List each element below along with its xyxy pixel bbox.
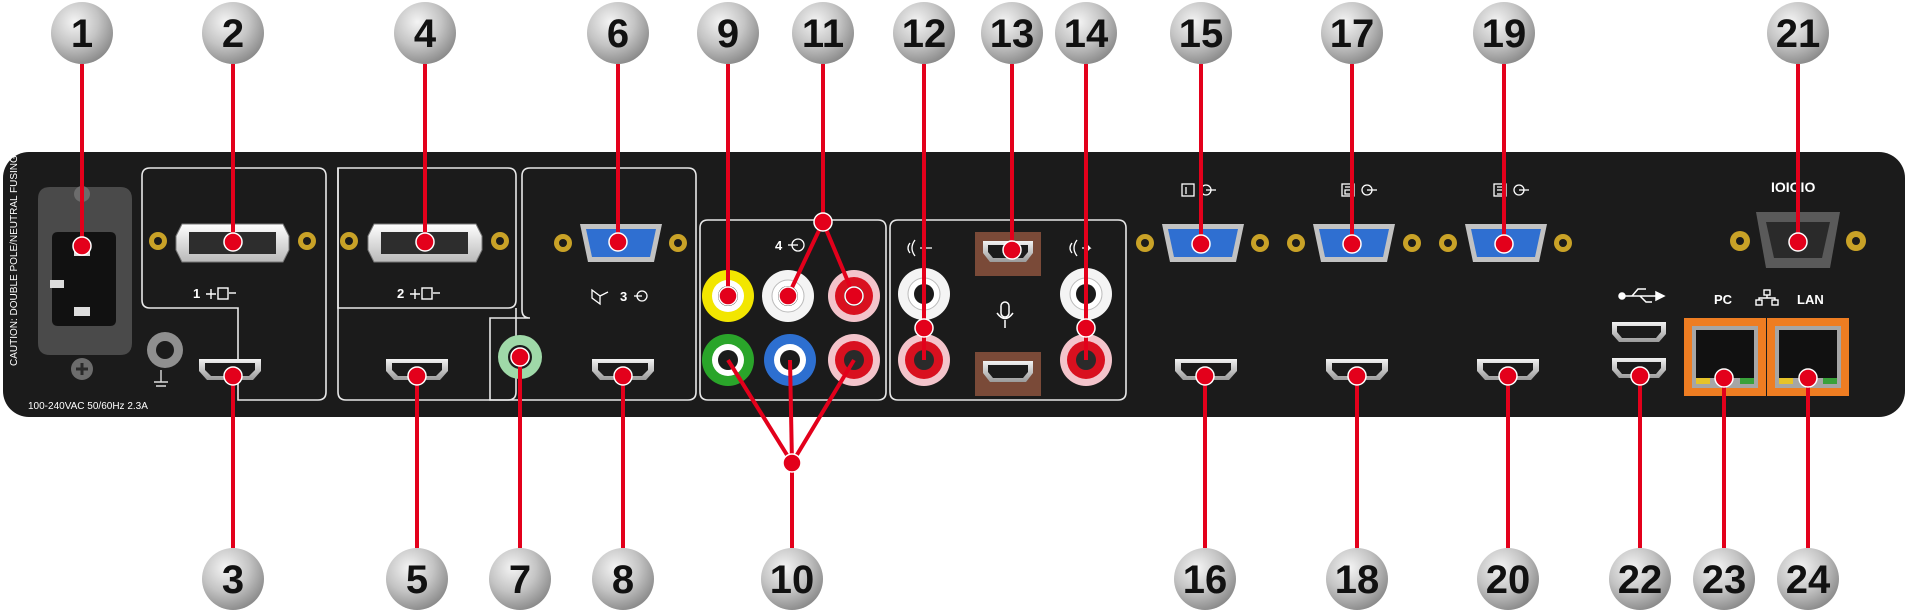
audio-group-in-icon <box>788 238 805 252</box>
callout-14-label: 14 <box>1064 12 1109 56</box>
callout-dots <box>72 212 1818 473</box>
callout-6-label: 6 <box>607 12 629 56</box>
callout-16-label: 16 <box>1183 558 1228 602</box>
audio-group-label: 4 <box>775 238 783 253</box>
callout-12: 12 <box>893 2 955 64</box>
device-rear-panel <box>3 152 1905 417</box>
callout-19-label: 19 <box>1482 12 1527 56</box>
callout-8-label: 8 <box>612 558 634 602</box>
callout-22-label: 22 <box>1618 558 1663 602</box>
callout-16: 16 <box>1174 548 1236 610</box>
callout-20-label: 20 <box>1486 558 1531 602</box>
callout-8: 8 <box>592 548 654 610</box>
callout-11: 11 <box>792 2 854 64</box>
callout-7-label: 7 <box>509 558 531 602</box>
callout-24-label: 24 <box>1786 558 1831 602</box>
callout-5-label: 5 <box>406 558 428 602</box>
dvi2-label: 2 <box>397 286 404 301</box>
callout-4-label: 4 <box>414 12 437 56</box>
callout-18: 18 <box>1326 548 1388 610</box>
callout-17-label: 17 <box>1330 12 1375 56</box>
callout-20: 20 <box>1477 548 1539 610</box>
usb-port-top[interactable] <box>1612 322 1666 342</box>
callout-21: 21 <box>1767 2 1829 64</box>
callout-1: 1 <box>51 2 113 64</box>
callout-7: 7 <box>489 548 551 610</box>
callout-19: 19 <box>1473 2 1535 64</box>
serial-label: IOIOIO <box>1771 179 1815 195</box>
ethernet-port-pc[interactable] <box>1684 318 1766 396</box>
callout-2-label: 2 <box>222 12 244 56</box>
callout-5: 5 <box>386 548 448 610</box>
callout-2: 2 <box>202 2 264 64</box>
callout-21-label: 21 <box>1776 12 1821 56</box>
callout-9-label: 9 <box>717 12 739 56</box>
power-inlet[interactable] <box>38 186 132 380</box>
callout-lines <box>80 64 1810 548</box>
hdmi-port-13-bottom[interactable] <box>975 352 1041 396</box>
callout-17: 17 <box>1321 2 1383 64</box>
callout-3-label: 3 <box>222 558 244 602</box>
lan-label: LAN <box>1797 292 1824 307</box>
caution-text: CAUTION: DOUBLE POLE/NEUTRAL FUSING <box>9 155 20 366</box>
callout-15-label: 15 <box>1179 12 1224 56</box>
callout-11-label: 11 <box>802 12 844 56</box>
callout-12-label: 12 <box>902 12 947 56</box>
vga-in-label: 3 <box>620 289 627 304</box>
callout-23: 23 <box>1693 548 1755 610</box>
callout-1-label: 1 <box>71 12 93 56</box>
vga-out-icon-1 <box>1181 183 1216 197</box>
callout-15: 15 <box>1170 2 1232 64</box>
callout-10-label: 10 <box>770 558 815 602</box>
callout-3: 3 <box>202 548 264 610</box>
power-rating-text: 100-240VAC 50/60Hz 2.3A <box>28 401 148 412</box>
network-icon <box>1755 289 1779 306</box>
callout-23-label: 23 <box>1702 558 1747 602</box>
callout-22: 22 <box>1609 548 1671 610</box>
callout-24: 24 <box>1777 548 1839 610</box>
audio-out-icon-right <box>1069 239 1092 257</box>
port-group-outlines <box>141 167 1127 401</box>
callout-13: 13 <box>981 2 1043 64</box>
callout-10: 10 <box>761 548 823 610</box>
dvi1-label: 1 <box>193 286 200 301</box>
callout-4: 4 <box>394 2 456 64</box>
dvi1-source-icon <box>206 287 236 300</box>
vga-in-icon <box>591 288 648 306</box>
ground-terminal[interactable] <box>147 332 183 387</box>
callout-13-label: 13 <box>990 12 1035 56</box>
callout-18-label: 18 <box>1335 558 1380 602</box>
callout-9: 9 <box>697 2 759 64</box>
dvi2-source-icon <box>410 287 440 300</box>
pc-label: PC <box>1714 292 1733 307</box>
callout-6: 6 <box>587 2 649 64</box>
microphone-icon <box>996 301 1014 328</box>
callout-14: 14 <box>1055 2 1117 64</box>
usb-icon <box>1618 288 1666 303</box>
